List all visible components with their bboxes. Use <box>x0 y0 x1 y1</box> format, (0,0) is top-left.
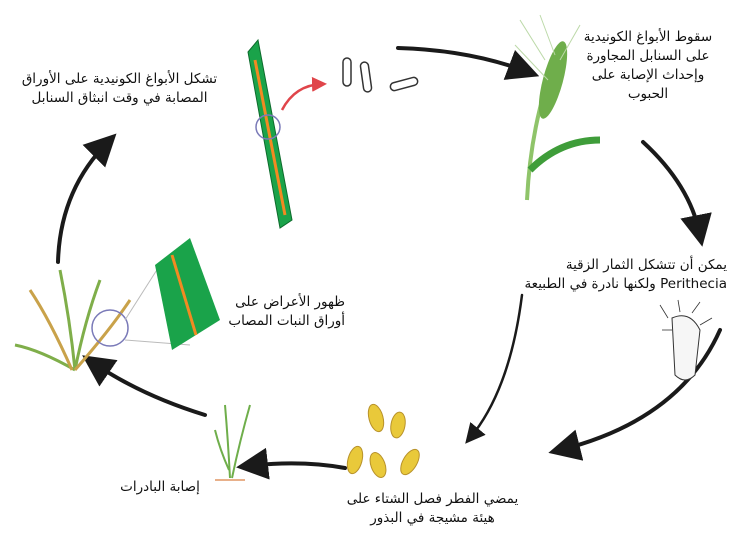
label-line: وإحداث الإصابة على <box>591 67 705 83</box>
label-line: إصابة البادرات <box>120 479 200 495</box>
label-line: سقوط الأبواغ الكونيدية <box>583 29 713 45</box>
arrow-spike-to-seed <box>465 293 524 444</box>
label-line: أوراق النبات المصاب <box>228 313 345 329</box>
arrow-perithecia-to-seed <box>548 328 722 461</box>
label-perithecia: يمكن أن تتشكل الثمار الزقية Perithecia و… <box>505 256 727 294</box>
conidia-spores-icon <box>342 57 419 93</box>
label-line: تشكل الأبواغ الكونيدية على الأوراق <box>21 71 218 87</box>
red-arrow <box>280 76 327 111</box>
label-spores-form: تشكل الأبواغ الكونيدية على الأوراق المصا… <box>2 70 237 108</box>
label-line: المصابة في وقت انبثاق السنابل <box>31 90 208 106</box>
label-line: يمضي الفطر فصل الشتاء على <box>346 491 519 507</box>
label-line: الحبوب <box>627 86 669 102</box>
zoomed-leaf-icon <box>155 238 220 350</box>
wheat-spike-icon <box>514 14 601 201</box>
label-line: ظهور الأعراض على <box>235 294 345 310</box>
arrow-right-down <box>641 140 712 247</box>
infected-plant-icon <box>14 264 191 372</box>
arrow-seed-to-seedling <box>236 447 347 480</box>
arrow-top <box>396 46 540 80</box>
seedling-icon <box>214 404 251 481</box>
label-spores-fall: سقوط الأبواغ الكونيدية على السنابل المجا… <box>568 28 728 104</box>
label-line: يمكن أن تتشكل الثمار الزقية <box>565 257 727 273</box>
arrow-seedling-to-plant <box>82 355 207 417</box>
infected-leaf-icon <box>247 38 293 229</box>
label-line: على السنابل المجاورة <box>586 48 710 64</box>
perithecium-icon <box>659 299 713 381</box>
label-line: هيئة مشيجة في البذور <box>370 510 495 526</box>
seeds-icon <box>346 403 420 478</box>
label-overwinter: يمضي الفطر فصل الشتاء على هيئة مشيجة في … <box>335 490 530 528</box>
arrow-plant-to-leaf <box>56 133 117 264</box>
label-seedling: إصابة البادرات <box>110 478 210 497</box>
label-symptoms: ظهور الأعراض على أوراق النبات المصاب <box>205 293 345 331</box>
label-line: Perithecia ولكنها نادرة في الطبيعة <box>524 276 727 292</box>
